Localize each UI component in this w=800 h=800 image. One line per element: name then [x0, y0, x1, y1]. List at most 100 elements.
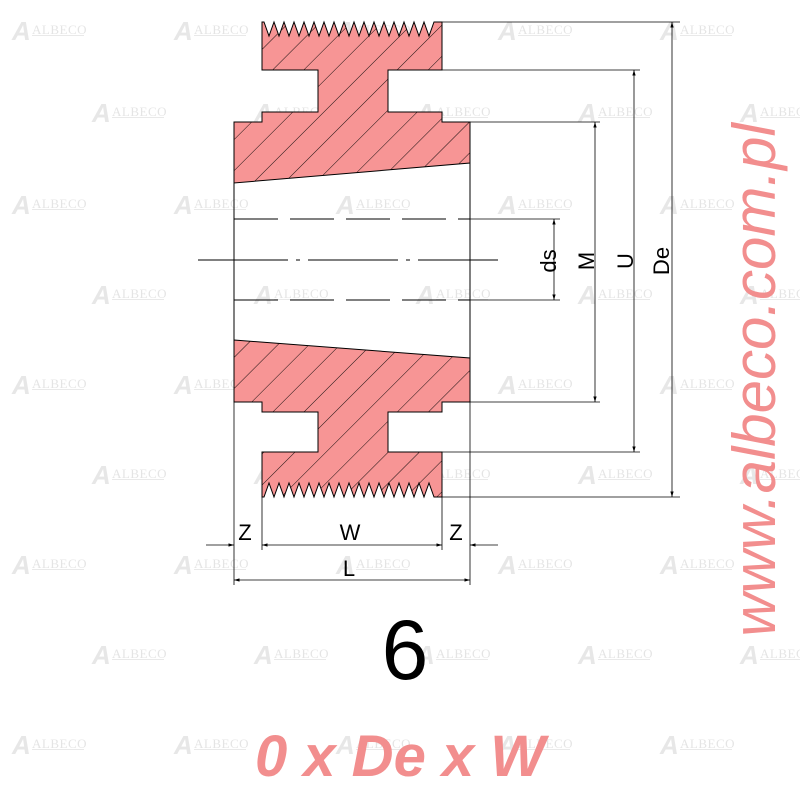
watermark-text: ALBECO — [760, 286, 800, 301]
watermark-text: ALBECO — [518, 736, 573, 751]
watermark-text: ALBECO — [112, 466, 167, 481]
stylized-a-logo-icon: A — [740, 98, 759, 128]
watermark-text: ALBECO — [112, 104, 167, 119]
watermark-text: ALBECO — [32, 196, 87, 211]
watermark-text: ALBECO — [680, 22, 735, 37]
dimension-lines — [206, 22, 674, 582]
watermark-text: ALBECO — [518, 556, 573, 571]
extension-lines — [233, 21, 680, 585]
stylized-a-logo-icon: A — [12, 550, 31, 580]
stylized-a-logo-icon: A — [174, 550, 193, 580]
stylized-a-logo-icon: A — [416, 280, 435, 310]
stylized-a-logo-icon: A — [660, 16, 679, 46]
stylized-a-logo-icon: A — [254, 280, 273, 310]
stylized-a-logo-icon: A — [174, 730, 193, 760]
u-label: U — [613, 253, 638, 269]
watermark-text: ALBECO — [32, 736, 87, 751]
dimension-formula: 0 x De x W — [254, 724, 546, 789]
watermark-text: ALBECO — [680, 376, 735, 391]
watermark-text: ALBECO — [598, 286, 653, 301]
stylized-a-logo-icon: A — [578, 280, 597, 310]
stylized-a-logo-icon: A — [336, 730, 355, 760]
stylized-a-logo-icon: A — [578, 640, 597, 670]
watermark-text: ALBECO — [274, 286, 329, 301]
watermark-text: ALBECO — [32, 22, 87, 37]
watermark-text: ALBECO — [356, 736, 411, 751]
bore-dashed-lines — [198, 218, 498, 301]
stylized-a-logo-icon: A — [12, 16, 31, 46]
watermark-text: ALBECO — [598, 104, 653, 119]
stylized-a-logo-icon: A — [12, 730, 31, 760]
stylized-a-logo-icon: A — [336, 550, 355, 580]
stylized-a-logo-icon: A — [12, 190, 31, 220]
stylized-a-logo-icon: A — [498, 550, 517, 580]
watermark-text: ALBECO — [356, 196, 411, 211]
watermark-text: ALBECO — [680, 196, 735, 211]
stylized-a-logo-icon: A — [660, 370, 679, 400]
watermark-text: ALBECO — [32, 376, 87, 391]
stylized-a-logo-icon: A — [740, 280, 759, 310]
watermark-text: ALBECO — [194, 22, 249, 37]
stylized-a-logo-icon: A — [660, 190, 679, 220]
stylized-a-logo-icon: A — [740, 460, 759, 490]
watermark-text: ALBECO — [436, 466, 491, 481]
stylized-a-logo-icon: A — [12, 370, 31, 400]
m-label: M — [574, 252, 599, 270]
stylized-a-logo-icon: A — [92, 640, 111, 670]
watermark-text: ALBECO — [518, 22, 573, 37]
watermark-text: ALBECO — [436, 104, 491, 119]
stylized-a-logo-icon: A — [174, 190, 193, 220]
l-label: L — [343, 556, 355, 581]
watermark-text: ALBECO — [436, 646, 491, 661]
watermark-text: ALBECO — [194, 556, 249, 571]
watermark-text: ALBECO — [760, 466, 800, 481]
watermark-text: ALBECO — [680, 736, 735, 751]
w-label: W — [340, 520, 361, 545]
stylized-a-logo-icon: A — [660, 550, 679, 580]
watermark-text: ALBECO — [436, 286, 491, 301]
stylized-a-logo-icon: A — [740, 640, 759, 670]
stylized-a-logo-icon: A — [174, 370, 193, 400]
stylized-a-logo-icon: A — [92, 280, 111, 310]
watermark-text: ALBECO — [680, 556, 735, 571]
watermark-text: ALBECO — [112, 646, 167, 661]
de-label: De — [649, 247, 674, 275]
stylized-a-logo-icon: A — [92, 460, 111, 490]
lower-pulley-section — [233, 339, 471, 499]
website-url: www.albeco.com.pl — [721, 123, 788, 637]
watermark-text: ALBECO — [356, 556, 411, 571]
watermark-text: ALBECO — [518, 376, 573, 391]
ds-label: ds — [536, 249, 561, 272]
stylized-a-logo-icon: A — [498, 190, 517, 220]
upper-pulley-section — [233, 20, 471, 184]
watermark-text: ALBECO — [194, 196, 249, 211]
stylized-a-logo-icon: A — [498, 730, 517, 760]
watermark-text: ALBECO — [274, 646, 329, 661]
stylized-a-logo-icon: A — [660, 730, 679, 760]
stylized-a-logo-icon: A — [336, 190, 355, 220]
